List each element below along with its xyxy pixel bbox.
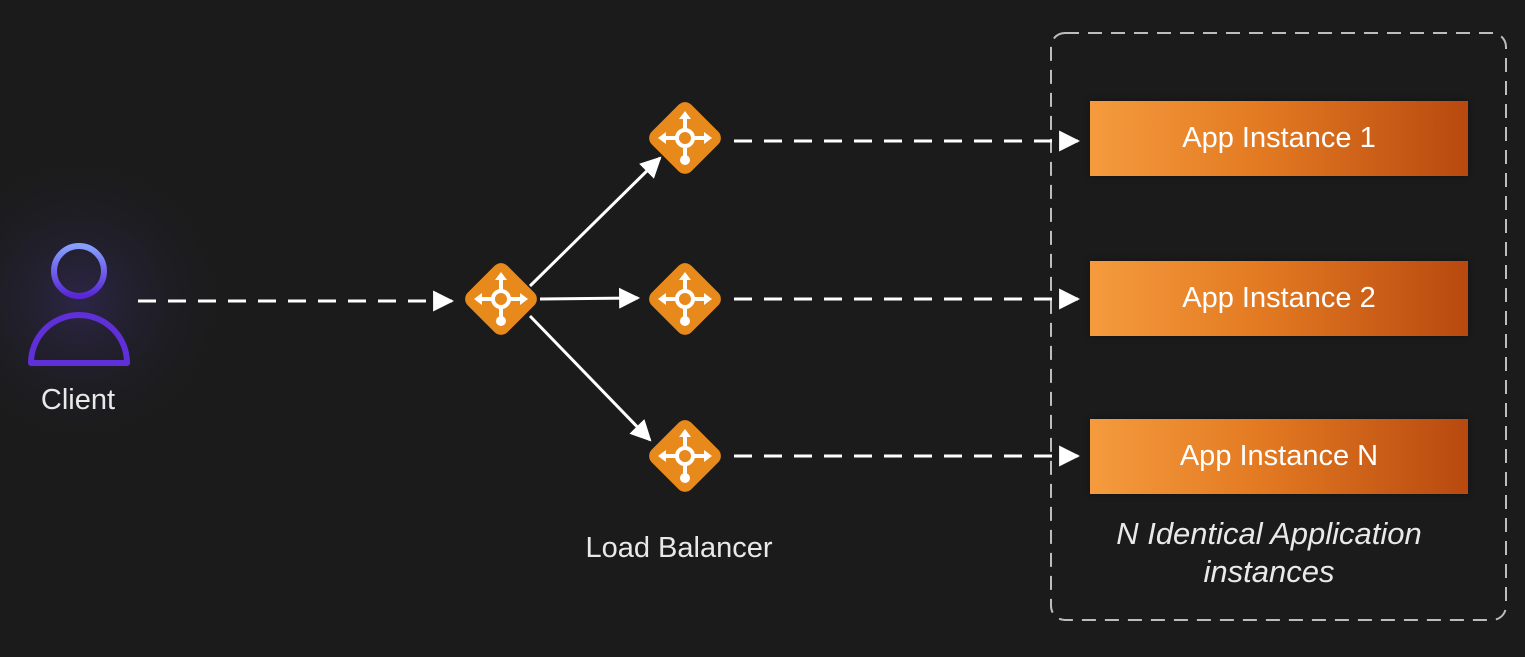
instances-group-caption: N Identical Application instances xyxy=(1116,516,1422,589)
router-icon xyxy=(643,414,727,498)
router-icon xyxy=(643,96,727,180)
client-glow xyxy=(0,140,240,460)
lb-to-node-1-connector xyxy=(528,156,662,288)
instances-group-border xyxy=(1050,32,1507,621)
user-icon xyxy=(28,243,130,366)
lb-to-node-3-connector xyxy=(528,314,652,442)
load-balancer-label: Load Balancer xyxy=(585,532,773,564)
router-icon xyxy=(459,257,543,341)
lb-to-node-2-connector xyxy=(539,287,641,309)
client-label: Client xyxy=(40,384,116,416)
router-icon xyxy=(643,257,727,341)
app-instance-1: App Instance 1 xyxy=(1090,101,1468,176)
app-instance-n: App Instance N xyxy=(1090,419,1468,494)
app-instance-2: App Instance 2 xyxy=(1090,261,1468,336)
